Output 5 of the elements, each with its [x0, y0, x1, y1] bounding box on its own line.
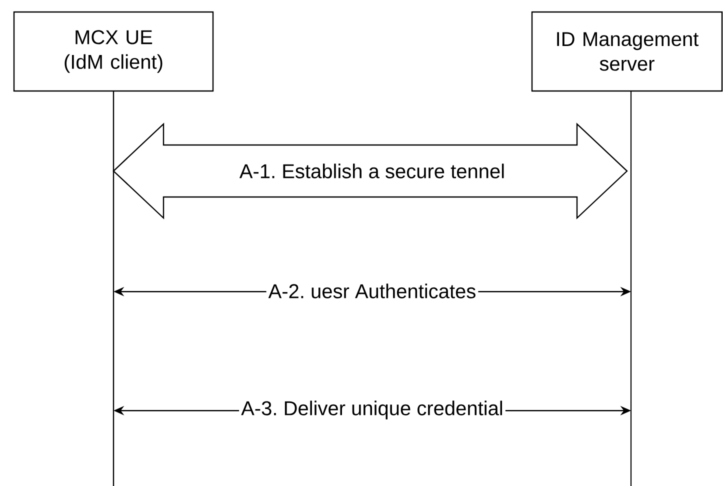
- edge-label: A-2. uesr Authenticates: [266, 282, 478, 300]
- participant-box: ID Management server: [531, 11, 723, 92]
- edge-label: A-1. Establish a secure tennel: [237, 162, 508, 180]
- edge-label: A-3. Deliver unique credential: [239, 398, 506, 422]
- participant-box: MCX UE (IdM client): [13, 11, 214, 92]
